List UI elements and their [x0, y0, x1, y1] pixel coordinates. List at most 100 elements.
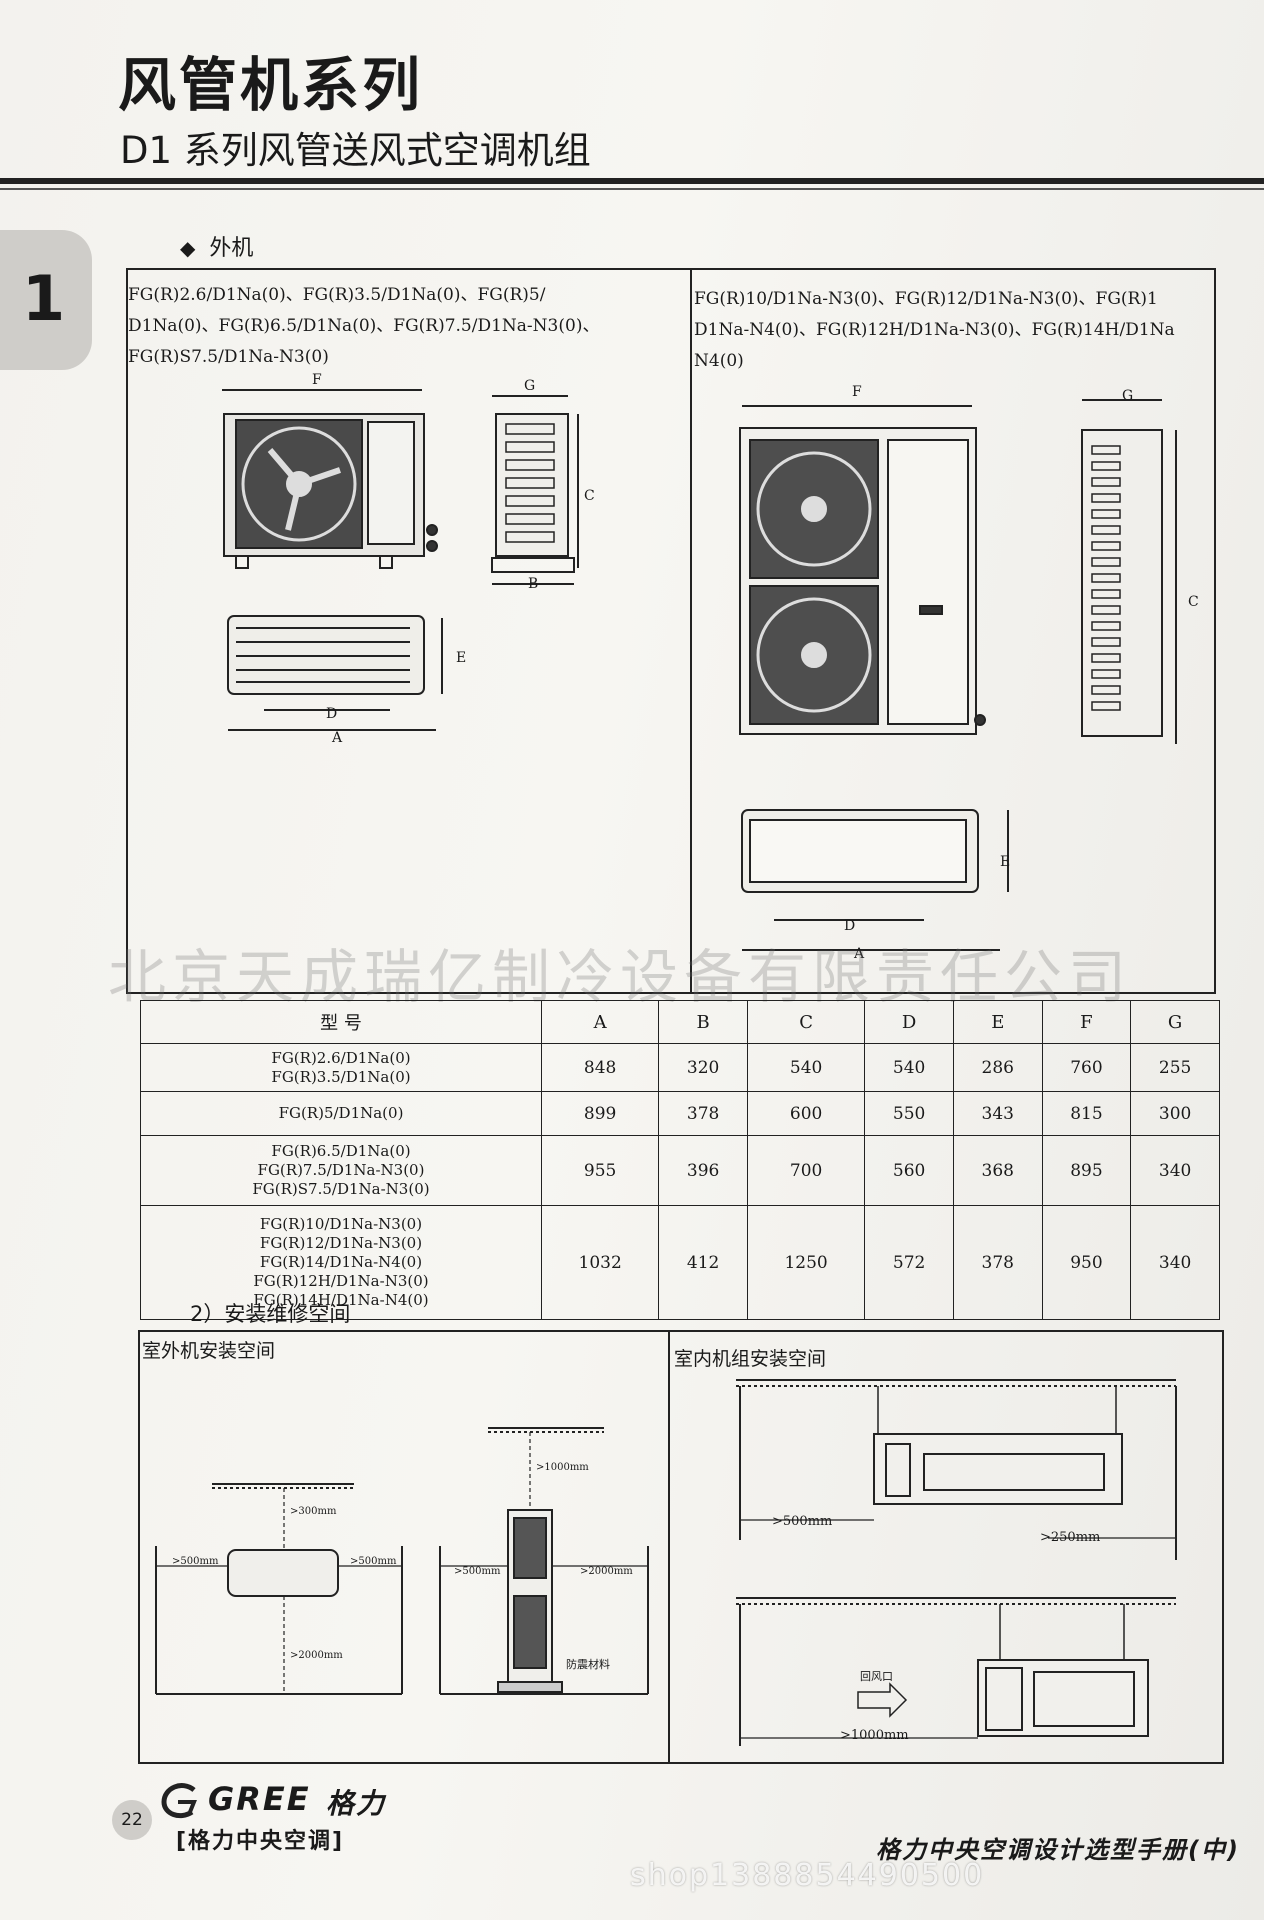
model-name: FG(R)12H/D1Na-N3(0) — [253, 1272, 429, 1291]
table-cell: 340 — [1130, 1134, 1220, 1207]
small-outdoor-unit-drawing — [222, 389, 579, 731]
model-name: FG(R)7.5/D1Na-N3(0) — [257, 1161, 425, 1180]
model-name: FG(R)5/D1Na(0) — [278, 1104, 404, 1123]
dim-label-D-left: D — [326, 706, 338, 722]
manual-title: 格力中央空调设计选型手册(中) — [876, 1836, 1240, 1864]
table-model-cell: FG(R)5/D1Na(0) — [140, 1091, 542, 1136]
table-cell: 1250 — [746, 1205, 866, 1320]
table-cell: 343 — [952, 1091, 1043, 1136]
table-cell: 540 — [864, 1042, 954, 1093]
indoor-install-title: 室内机组安装空间 — [674, 1348, 827, 1370]
dim-label-A-left: A — [332, 730, 343, 746]
table-header-cell: B — [658, 1000, 748, 1044]
dim-label-D-right: D — [844, 918, 856, 934]
outdoor-left-models-line: FG(R)2.6/D1Na(0)、FG(R)3.5/D1Na(0)、FG(R)5… — [128, 285, 546, 305]
outdoor-clearance-top2: >1000mm — [536, 1462, 589, 1473]
table-model-cell: FG(R)2.6/D1Na(0) FG(R)3.5/D1Na(0) — [140, 1042, 542, 1093]
table-row: FG(R)10/D1Na-N3(0) FG(R)12/D1Na-N3(0) FG… — [140, 1205, 1220, 1320]
table-row: FG(R)5/D1Na(0) 899 378 600 550 343 815 3… — [140, 1091, 1220, 1136]
outdoor-clearance-right1: >500mm — [350, 1556, 397, 1567]
dim-label-A-right: A — [854, 946, 865, 962]
page-subtitle: D1 系列风管送风式空调机组 — [120, 129, 591, 172]
table-cell: 550 — [864, 1091, 954, 1136]
table-cell: 700 — [746, 1134, 866, 1207]
outdoor-left-models-line: D1Na(0)、FG(R)6.5/D1Na(0)、FG(R)7.5/D1Na-N… — [128, 316, 600, 336]
outdoor-right-models-line: N4(0) — [694, 351, 744, 371]
return-air-outlet-label: 回风口 — [860, 1670, 893, 1683]
dim-label-G-right: G — [1122, 388, 1134, 404]
dim-label-C-right: C — [1188, 594, 1199, 610]
table-cell: 320 — [658, 1042, 748, 1093]
table-cell: 848 — [540, 1042, 660, 1093]
section-label: ◆外机 — [180, 230, 253, 262]
table-cell: 340 — [1130, 1205, 1220, 1320]
table-cell: 899 — [540, 1091, 660, 1136]
brand-name-en: GREE — [208, 1780, 311, 1818]
large-outdoor-unit-drawing — [739, 399, 1177, 951]
table-cell: 1032 — [540, 1205, 660, 1320]
table-cell: 255 — [1130, 1042, 1220, 1093]
chapter-tab — [0, 230, 92, 370]
brand-subtitle: [格力中央空调] — [176, 1829, 345, 1854]
table-header-cell: F — [1041, 1000, 1132, 1044]
install-divider — [668, 1330, 670, 1764]
indoor-clearance-bottom: >1000mm — [840, 1728, 909, 1743]
outdoor-right-models: FG(R)10/D1Na-N3(0)、FG(R)12/D1Na-N3(0)、FG… — [694, 284, 1214, 377]
dim-label-C-left: C — [584, 488, 595, 504]
outdoor-right-models-line: FG(R)10/D1Na-N3(0)、FG(R)12/D1Na-N3(0)、FG… — [694, 289, 1158, 309]
company-watermark: 北京天成瑞亿制冷设备有限责任公司 — [108, 943, 1133, 1011]
indoor-clearance-right: >250mm — [1040, 1530, 1101, 1545]
model-name: FG(R)2.6/D1Na(0) — [271, 1048, 411, 1067]
model-name: FG(R)10/D1Na-N3(0) — [259, 1215, 423, 1234]
model-name: FG(R)12/D1Na-N3(0) — [259, 1234, 423, 1253]
dim-label-B-left: B — [528, 576, 539, 592]
table-cell: 396 — [658, 1134, 748, 1207]
table-model-cell: FG(R)10/D1Na-N3(0) FG(R)12/D1Na-N3(0) FG… — [140, 1205, 542, 1320]
header-rule-thin — [0, 188, 1264, 190]
table-cell: 950 — [1041, 1205, 1132, 1320]
model-name: FG(R)14/D1Na-N4(0) — [259, 1253, 423, 1272]
indoor-clearance-left: >500mm — [772, 1514, 833, 1529]
table-header-cell: G — [1130, 1000, 1220, 1044]
page-title: 风管机系列 — [118, 51, 424, 119]
outdoor-left-models: FG(R)2.6/D1Na(0)、FG(R)3.5/D1Na(0)、FG(R)5… — [128, 280, 688, 373]
outdoor-left-models-line: FG(R)S7.5/D1Na-N3(0) — [128, 347, 329, 367]
dim-label-E-left: E — [456, 650, 467, 666]
outdoor-clearance-left1: >500mm — [172, 1556, 219, 1567]
shop-watermark: shop1388854490500 — [630, 1858, 985, 1893]
header-rule — [0, 178, 1264, 184]
table-cell: 572 — [864, 1205, 954, 1320]
model-name: FG(R)3.5/D1Na(0) — [271, 1067, 411, 1086]
table-cell: 600 — [746, 1091, 866, 1136]
diamond-bullet-icon: ◆ — [180, 236, 196, 260]
install-box — [138, 1330, 1224, 1764]
anti-vibration-material-label: 防震材料 — [566, 1658, 610, 1671]
outdoor-clearance-top1: >300mm — [290, 1506, 337, 1517]
dim-label-E-right: E — [1000, 854, 1011, 870]
dim-label-F-right: F — [852, 384, 862, 400]
dimension-table: 型 号 A B C D E F G FG(R)2.6/D1Na(0) FG(R)… — [140, 1000, 1220, 1320]
table-header-row: 型 号 A B C D E F G — [140, 1000, 1220, 1044]
table-cell: 560 — [864, 1134, 954, 1207]
table-cell: 368 — [952, 1134, 1043, 1207]
model-name: FG(R)S7.5/D1Na-N3(0) — [252, 1180, 430, 1199]
table-cell: 378 — [658, 1091, 748, 1136]
outdoor-clearance-bottom1: >2000mm — [290, 1650, 343, 1661]
dim-label-F-left: F — [312, 372, 322, 388]
table-header-cell: D — [864, 1000, 954, 1044]
table-cell: 540 — [746, 1042, 866, 1093]
outdoor-drawing-box — [126, 268, 1216, 994]
table-row: FG(R)2.6/D1Na(0) FG(R)3.5/D1Na(0) 848 32… — [140, 1042, 1220, 1093]
table-header-cell: 型 号 — [140, 1000, 542, 1044]
brand-name-cn: 格力 — [326, 1787, 387, 1820]
table-cell: 412 — [658, 1205, 748, 1320]
outdoor-drawing-divider — [690, 268, 692, 994]
chapter-number: 1 — [22, 262, 66, 335]
gree-logo-icon — [160, 1782, 200, 1820]
model-name: FG(R)14H/D1Na-N4(0) — [253, 1291, 429, 1310]
indoor-install-drawing — [736, 1379, 1177, 1746]
table-cell: 895 — [1041, 1134, 1132, 1207]
table-model-cell: FG(R)6.5/D1Na(0) FG(R)7.5/D1Na-N3(0) FG(… — [140, 1134, 542, 1207]
outdoor-clearance-left2: >500mm — [454, 1566, 501, 1577]
